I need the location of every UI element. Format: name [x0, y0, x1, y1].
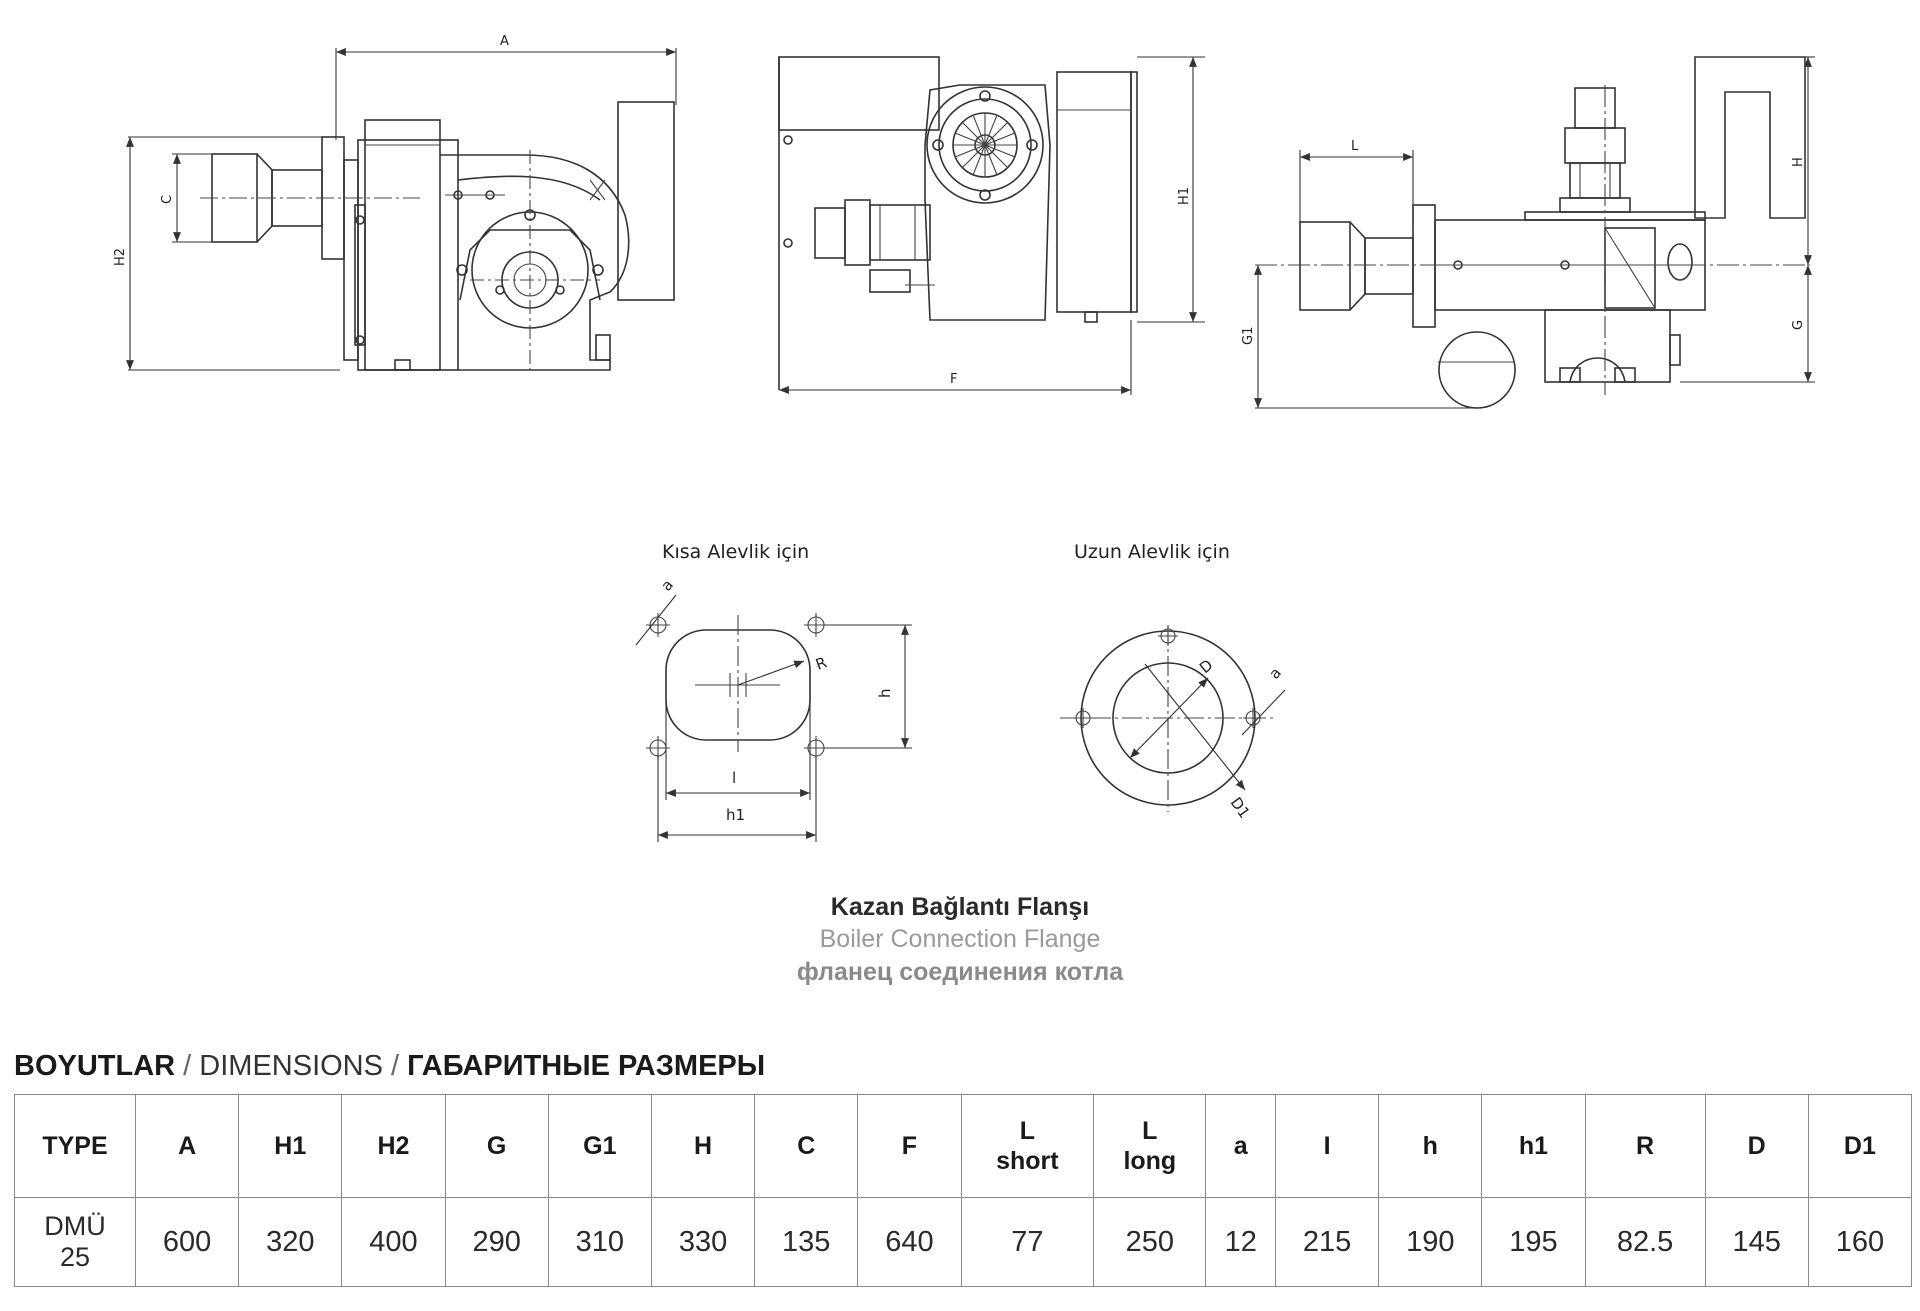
- dim-label-g: G: [1791, 320, 1806, 330]
- flange-long-label-a: a: [1265, 664, 1285, 683]
- flange-short-label-l: l: [732, 769, 736, 787]
- header-h1-small: h1: [1481, 1094, 1586, 1198]
- header-d: D: [1704, 1094, 1809, 1198]
- header-r: R: [1584, 1094, 1706, 1198]
- flange-long-title: Uzun Alevlik için: [1074, 541, 1230, 563]
- cell-l-long: 250: [1093, 1197, 1207, 1287]
- dimensions-title-ru: ГАБАРИТНЫЕ РАЗМЕРЫ: [407, 1050, 766, 1082]
- header-l-long-sub: long: [1123, 1147, 1177, 1175]
- cell-h: 330: [650, 1197, 756, 1287]
- dim-label-f: F: [950, 372, 957, 387]
- header-a: A: [134, 1094, 240, 1198]
- cell-h1: 320: [238, 1197, 343, 1287]
- caption-ru: фланец соединения котла: [796, 958, 1124, 986]
- cell-h1-small: 195: [1481, 1197, 1586, 1287]
- flange-short-diagram: Kısa Alevlik için R a h l h1: [635, 541, 912, 842]
- cell-type-line1: DMÜ: [44, 1211, 106, 1241]
- header-d1: D1: [1807, 1094, 1913, 1198]
- cell-d: 145: [1704, 1197, 1809, 1287]
- header-h1: H1: [238, 1094, 343, 1198]
- flange-short-label-h: h: [876, 688, 894, 698]
- flange-long-diagram: Uzun Alevlik için D D1 a: [1060, 541, 1286, 822]
- header-a-small: a: [1205, 1094, 1276, 1198]
- side-view: A H2 C: [113, 34, 677, 371]
- flange-short-label-h1: h1: [726, 806, 745, 824]
- header-l-short-main: L: [1019, 1117, 1035, 1145]
- cell-h-small: 190: [1378, 1197, 1483, 1287]
- flange-long-label-d1: D1: [1227, 794, 1254, 822]
- cell-a-small: 12: [1205, 1197, 1276, 1287]
- flange-short-title: Kısa Alevlik için: [662, 541, 809, 563]
- header-l-long-main: L: [1142, 1117, 1158, 1145]
- header-type: TYPE: [14, 1094, 136, 1198]
- dim-label-h: H: [1791, 157, 1806, 167]
- dim-label-h2: H2: [113, 248, 128, 266]
- dim-label-l: L: [1351, 139, 1359, 154]
- dim-label-g1: G1: [1241, 327, 1256, 345]
- cell-l-short: 77: [960, 1197, 1095, 1287]
- technical-drawing: A H2 C: [113, 34, 1815, 842]
- cell-f: 640: [857, 1197, 962, 1287]
- header-c: C: [754, 1094, 859, 1198]
- cell-i: 215: [1274, 1197, 1380, 1287]
- header-h2: H2: [341, 1094, 446, 1198]
- dim-label-h1: H1: [1177, 187, 1192, 205]
- dimensions-title: BOYUTLAR / DIMENSIONS / ГАБАРИТНЫЕ РАЗМЕ…: [14, 1050, 765, 1083]
- cell-type-line2: 25: [59, 1242, 91, 1272]
- flange-short-label-r: R: [813, 653, 829, 673]
- flange-short-label-a: a: [657, 576, 677, 595]
- title-separator-1: /: [175, 1050, 200, 1082]
- header-f: F: [857, 1094, 962, 1198]
- cell-a: 600: [134, 1197, 240, 1287]
- caption-en: Boiler Connection Flange: [819, 925, 1101, 953]
- header-g1: G1: [547, 1094, 652, 1198]
- cell-h2: 400: [341, 1197, 446, 1287]
- cell-c: 135: [754, 1197, 859, 1287]
- dimensions-title-tr: BOYUTLAR: [14, 1050, 176, 1082]
- header-i: I: [1274, 1094, 1380, 1198]
- header-h: H: [650, 1094, 756, 1198]
- title-separator-2: /: [382, 1050, 408, 1082]
- top-view: L H: [1241, 56, 1815, 409]
- front-view: H1 F: [778, 56, 1205, 395]
- header-g: G: [444, 1094, 549, 1198]
- header-h-small: h: [1378, 1094, 1483, 1198]
- cell-g: 290: [444, 1197, 549, 1287]
- dim-label-c: C: [160, 195, 175, 204]
- cell-r: 82.5: [1584, 1197, 1706, 1287]
- dimensions-title-en: DIMENSIONS: [199, 1050, 383, 1082]
- flange-long-label-d: D: [1196, 656, 1216, 677]
- caption-tr: Kazan Bağlantı Flanşı: [830, 893, 1090, 921]
- dim-label-a: A: [500, 34, 509, 49]
- cell-d1: 160: [1807, 1197, 1913, 1287]
- header-l-short-sub: short: [996, 1147, 1059, 1175]
- cell-g1: 310: [547, 1197, 652, 1287]
